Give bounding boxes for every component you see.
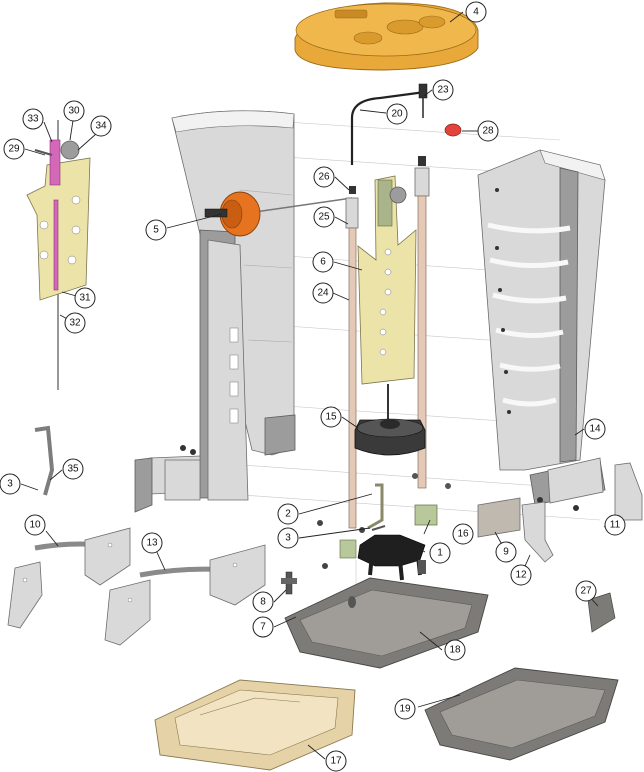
svg-text:7: 7 — [260, 622, 266, 633]
svg-text:3: 3 — [285, 533, 291, 544]
callout-12: 12 — [510, 564, 532, 586]
callout-11: 11 — [604, 514, 626, 536]
callout-15: 15 — [320, 406, 342, 428]
hanger-10-part — [7, 527, 131, 629]
hanger-13-part — [104, 544, 266, 646]
callout-14: 14 — [584, 418, 606, 440]
svg-text:32: 32 — [69, 318, 81, 329]
callout-19: 19 — [394, 698, 416, 720]
callout-24: 24 — [312, 282, 334, 304]
callout-18: 18 — [444, 639, 466, 661]
callout-2: 2 — [277, 503, 299, 525]
callout-35: 35 — [62, 458, 84, 480]
callout-23: 23 — [432, 79, 454, 101]
right-bracket-part — [614, 462, 643, 521]
svg-text:1: 1 — [437, 548, 443, 559]
left-subassembly — [26, 120, 91, 390]
left-hopper-half — [171, 110, 296, 501]
svg-text:4: 4 — [473, 7, 479, 18]
center-plate-part — [357, 175, 417, 385]
svg-text:24: 24 — [317, 288, 329, 299]
callout-5: 5 — [145, 219, 167, 241]
svg-text:19: 19 — [399, 704, 411, 715]
svg-text:35: 35 — [67, 464, 79, 475]
bracket-16-part — [414, 504, 438, 526]
svg-text:5: 5 — [153, 225, 159, 236]
svg-text:28: 28 — [482, 126, 494, 137]
callout-7: 7 — [252, 616, 274, 638]
callout-9: 9 — [495, 541, 517, 563]
bolt-8-part — [281, 571, 297, 595]
spinner-part — [322, 534, 426, 581]
callout-25: 25 — [313, 206, 335, 228]
plate-9-part — [477, 497, 521, 538]
svg-text:10: 10 — [29, 520, 41, 531]
svg-text:27: 27 — [580, 586, 592, 597]
callout-33: 33 — [22, 108, 44, 130]
svg-text:23: 23 — [437, 85, 449, 96]
right-hopper-half — [477, 149, 606, 471]
callouts: 1 2 3 3 4 5 6 7 8 9 10 11 12 13 14 15 16… — [0, 1, 626, 772]
svg-text:11: 11 — [610, 520, 621, 531]
svg-text:30: 30 — [68, 106, 80, 117]
callout-30: 30 — [63, 100, 85, 122]
svg-text:14: 14 — [589, 424, 601, 435]
agitator-base-part — [354, 384, 426, 456]
svg-text:16: 16 — [457, 529, 469, 540]
callout-6: 6 — [312, 251, 334, 273]
svg-text:33: 33 — [27, 114, 39, 125]
callout-10: 10 — [24, 514, 46, 536]
svg-text:34: 34 — [95, 121, 107, 132]
red-cap-part — [444, 123, 462, 137]
leader-lines — [20, 11, 621, 760]
callout-1: 1 — [429, 542, 451, 564]
bracket-12-part — [521, 501, 554, 563]
svg-text:15: 15 — [325, 412, 337, 423]
callout-3-center: 3 — [277, 527, 299, 549]
svg-text:8: 8 — [260, 597, 266, 608]
svg-text:25: 25 — [318, 212, 330, 223]
callout-8: 8 — [252, 591, 274, 613]
callout-20: 20 — [386, 103, 408, 125]
lever-35-part — [34, 425, 55, 496]
orange-knob-part — [204, 191, 353, 237]
tray-19-part — [424, 667, 619, 761]
svg-text:17: 17 — [330, 756, 342, 767]
svg-text:31: 31 — [79, 293, 91, 304]
callout-31: 31 — [74, 287, 96, 309]
left-rod-part — [345, 186, 359, 529]
lid-part — [294, 2, 479, 71]
callout-28: 28 — [477, 120, 499, 142]
svg-text:29: 29 — [8, 144, 20, 155]
svg-text:13: 13 — [146, 538, 158, 549]
svg-text:3: 3 — [7, 479, 13, 490]
svg-text:20: 20 — [391, 109, 403, 120]
callout-3-left: 3 — [0, 473, 21, 495]
svg-text:2: 2 — [285, 509, 291, 520]
callout-34: 34 — [90, 115, 112, 137]
callout-4: 4 — [465, 1, 487, 23]
svg-text:18: 18 — [449, 645, 461, 656]
bottom-frame — [134, 445, 606, 513]
tan-base-part — [154, 679, 356, 771]
callout-27: 27 — [575, 580, 597, 602]
svg-text:6: 6 — [320, 257, 326, 268]
svg-text:9: 9 — [503, 547, 509, 558]
callout-17: 17 — [325, 750, 347, 772]
callout-26: 26 — [313, 166, 335, 188]
callout-16: 16 — [452, 523, 474, 545]
callout-13: 13 — [141, 532, 163, 554]
wand-rod-part — [350, 83, 428, 165]
callout-32: 32 — [64, 312, 86, 334]
svg-text:12: 12 — [515, 570, 527, 581]
callout-29: 29 — [3, 138, 25, 160]
right-rod-part — [414, 156, 430, 489]
svg-text:26: 26 — [318, 172, 330, 183]
